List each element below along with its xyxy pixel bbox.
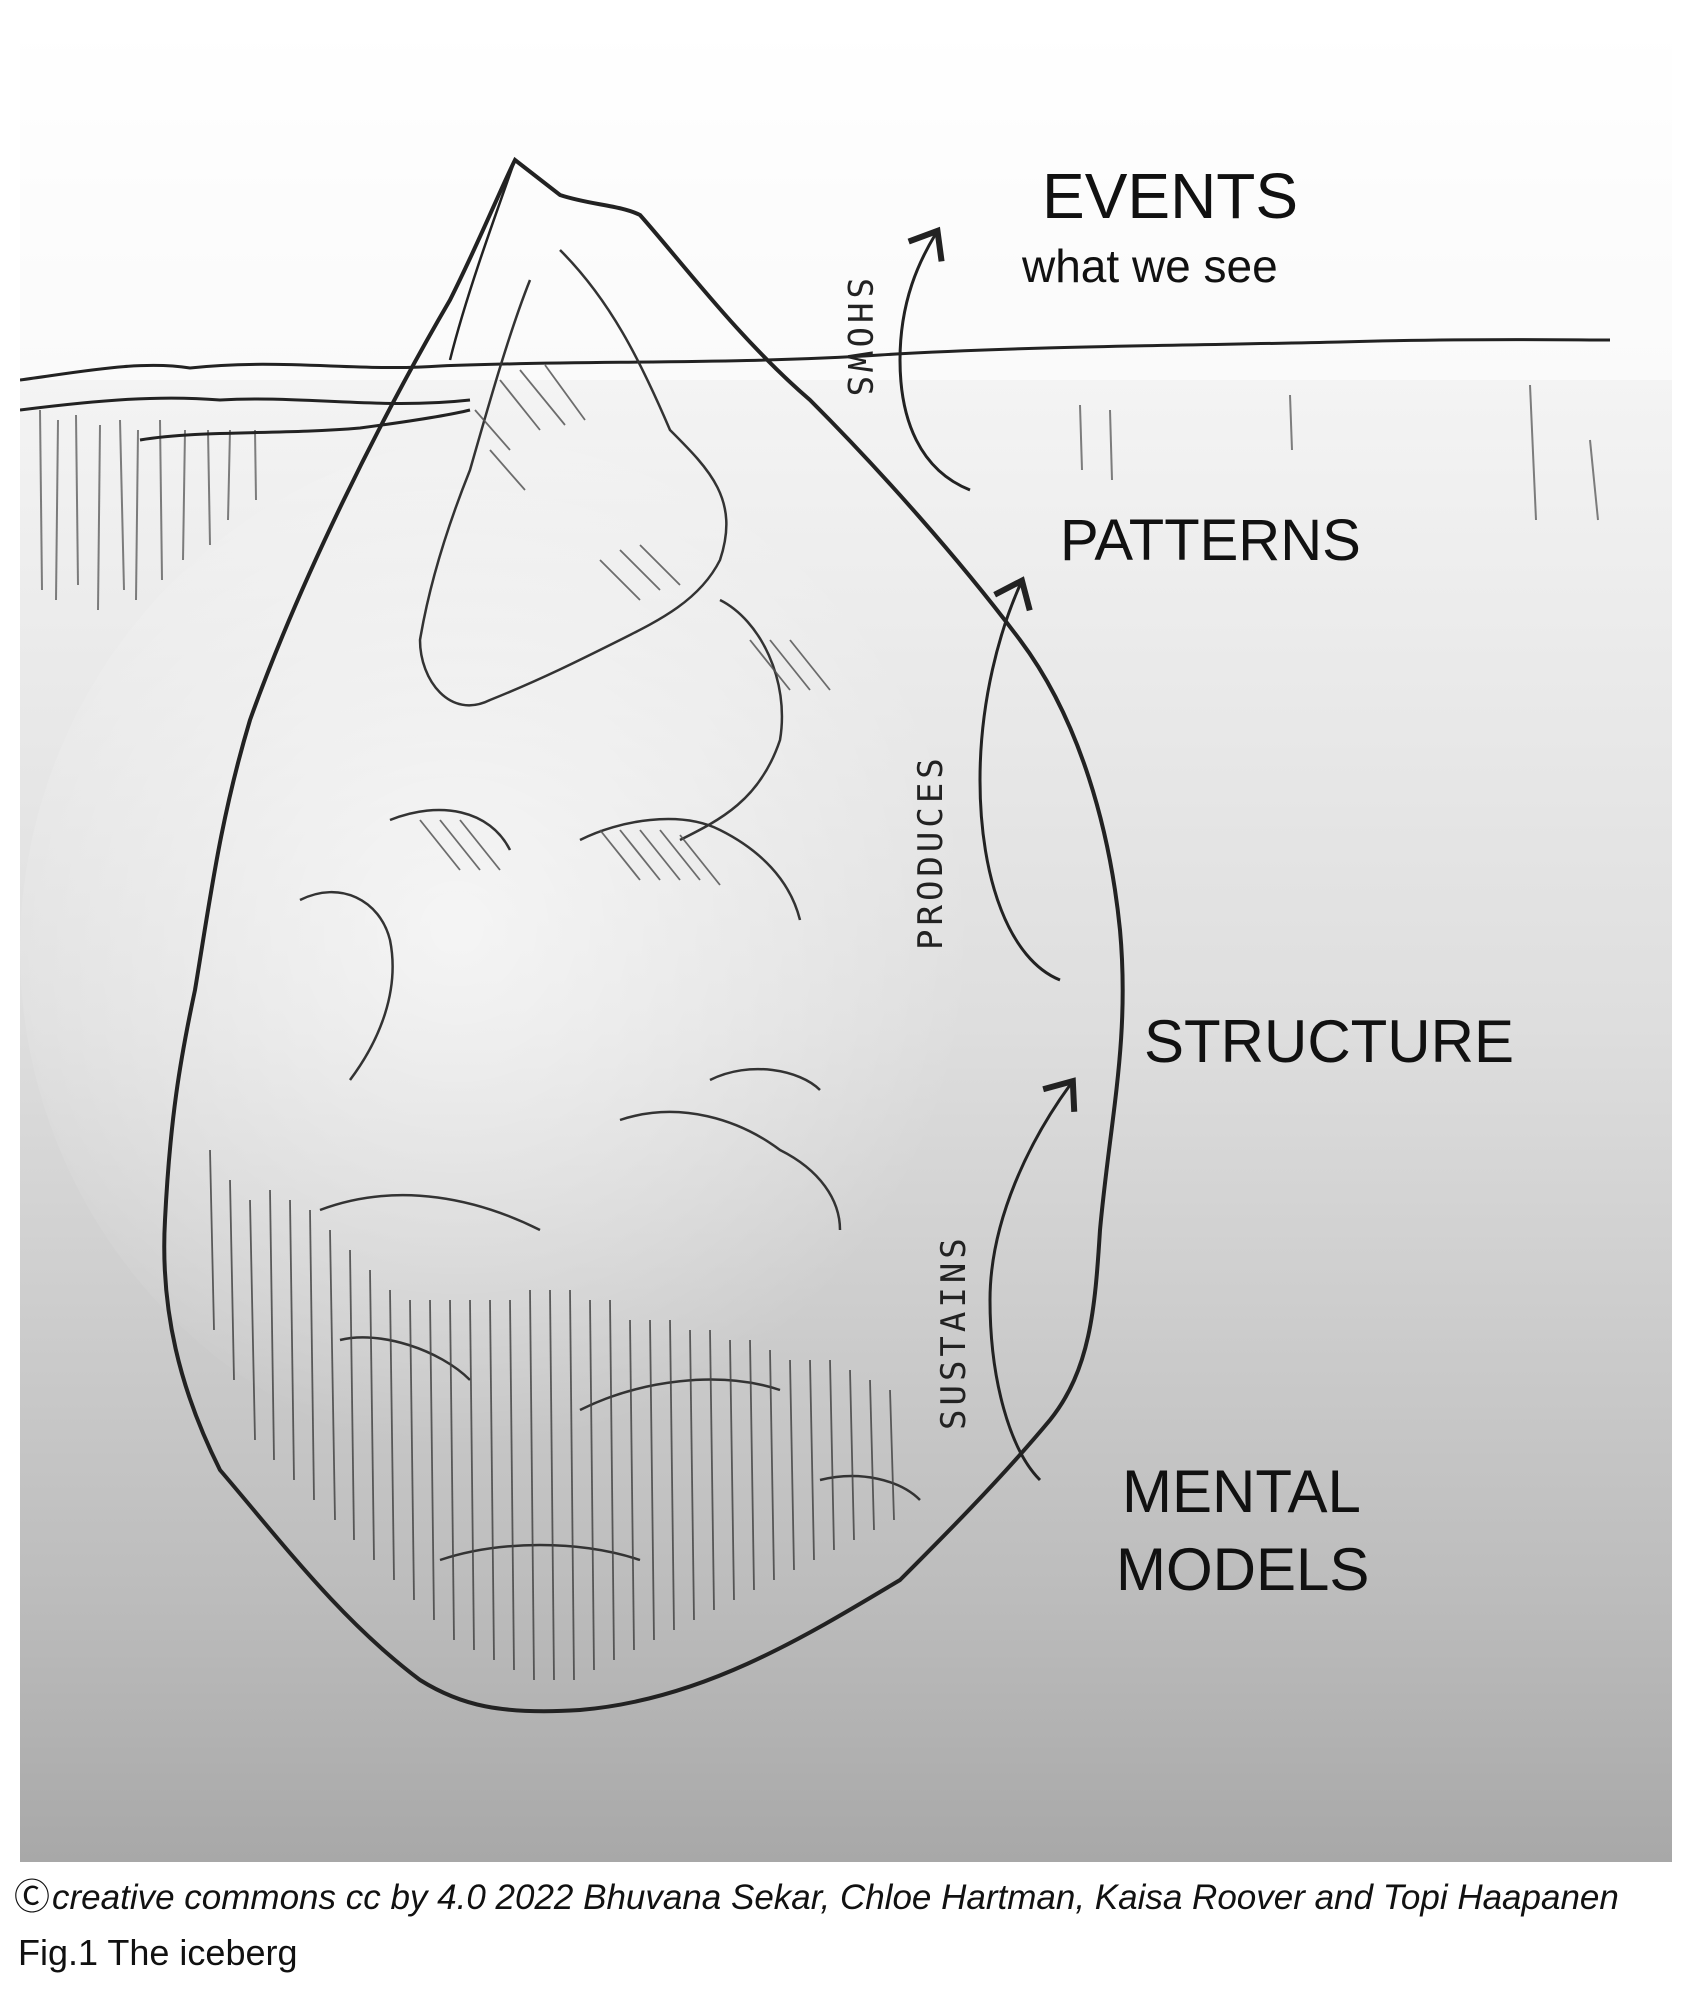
iceberg-hatching [419, 364, 831, 886]
flow-arrows [898, 226, 1078, 1482]
iceberg-figure: SHOWS PRODUCES SUSTAINS EVENTS what we s… [20, 0, 1672, 1862]
sustains-arrow [988, 1077, 1078, 1482]
iceberg-contours [299, 249, 921, 1562]
label-sustains: SUSTAINS [934, 1234, 974, 1430]
produces-arrow [978, 576, 1061, 982]
mental-models-line1: MENTAL [1122, 1458, 1361, 1525]
creative-commons-icon: Ⓒ [14, 1876, 51, 1917]
shows-arrow [898, 226, 971, 492]
iceberg-outline [162, 156, 1125, 1714]
credit-text: creative commons cc by 4.0 2022 Bhuvana … [52, 1878, 1619, 1917]
mental-models-line2: MODELS [1116, 1536, 1369, 1603]
structure-title: STRUCTURE [1144, 1008, 1514, 1075]
water-hatching [39, 384, 1599, 611]
events-title: EVENTS [1042, 160, 1298, 232]
label-shows: SHOWS [839, 278, 879, 400]
events-subtitle: what we see [1021, 240, 1278, 292]
figure-title: Fig.1 The iceberg [18, 1932, 298, 1973]
label-produces: PRODUCES [911, 754, 951, 950]
patterns-title: PATTERNS [1060, 508, 1361, 573]
credit-caption: Ⓒcreative commons cc by 4.0 2022 Bhuvana… [14, 1868, 1619, 1920]
iceberg-lower-hatching [209, 1149, 895, 1681]
